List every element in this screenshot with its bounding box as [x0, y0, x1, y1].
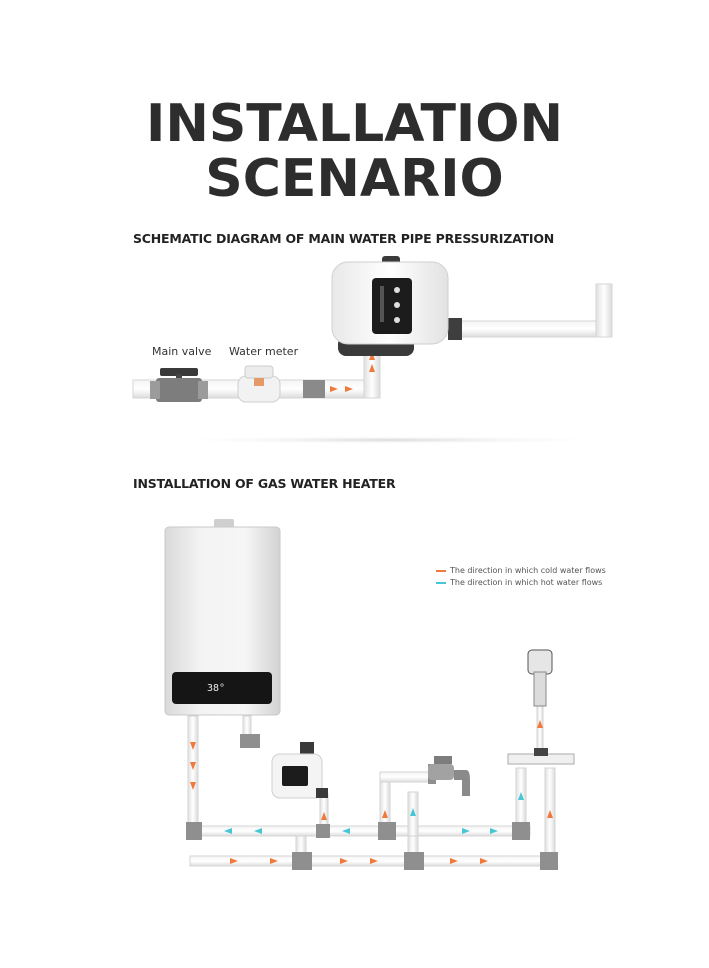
- hot-flow-arrows-2: [224, 792, 524, 834]
- legend-hot: The direction in which hot water flows: [436, 578, 602, 587]
- shower-head: [507, 649, 575, 765]
- section-divider: [160, 436, 620, 444]
- faucet: [428, 756, 470, 796]
- legend-hot-text: The direction in which hot water flows: [450, 578, 603, 587]
- main-valve-label: Main valve: [152, 345, 212, 358]
- section1-heading: SCHEMATIC DIAGRAM OF MAIN WATER PIPE PRE…: [133, 231, 555, 246]
- pipe-fitting: [303, 380, 325, 398]
- cold-legend-arrow-icon: [436, 569, 446, 572]
- gas-water-heater: [164, 519, 281, 716]
- legend-cold: The direction in which cold water flows: [436, 566, 606, 575]
- page-title-line2: SCENARIO: [205, 149, 504, 209]
- page-title-line1: INSTALLATION: [145, 94, 563, 154]
- water-meter: [237, 365, 281, 403]
- water-meter-label: Water meter: [229, 345, 299, 358]
- main-valve: [150, 368, 208, 402]
- legend-cold-text: The direction in which cold water flows: [450, 566, 606, 575]
- hot-legend-arrow-icon: [436, 581, 446, 584]
- small-booster-pump: [271, 742, 328, 799]
- cold-flow-arrows-2: [190, 720, 553, 864]
- section2-heading: INSTALLATION OF GAS WATER HEATER: [133, 476, 396, 491]
- heater-display: 38°: [207, 683, 226, 694]
- booster-pump: [331, 256, 449, 356]
- pipe-fittings: [186, 734, 558, 870]
